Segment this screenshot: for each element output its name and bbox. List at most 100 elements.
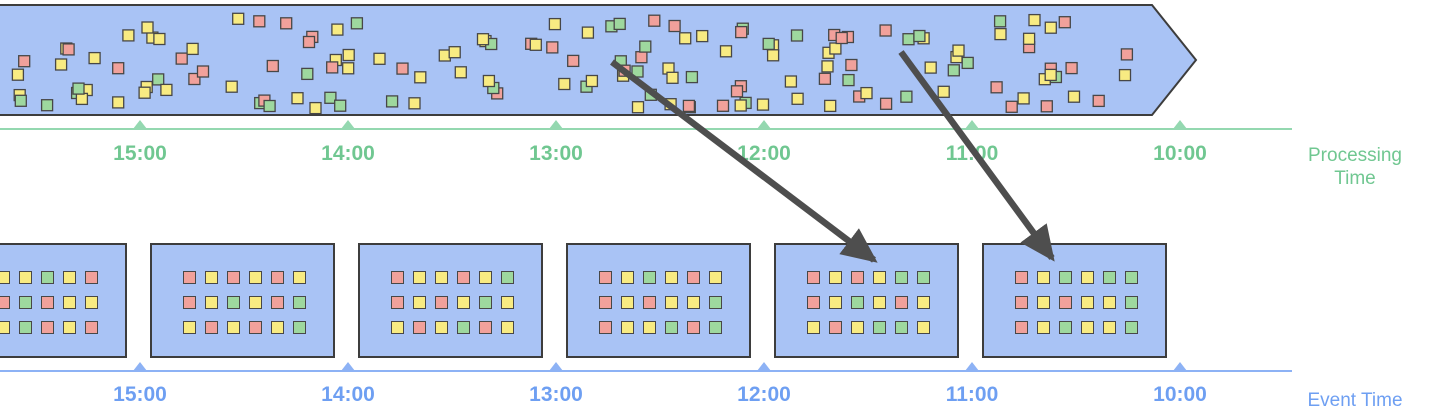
stream-event-square <box>1028 13 1041 27</box>
processing-tick-label: 12:00 <box>737 142 791 165</box>
window-event-square <box>413 271 426 284</box>
processing-axis-title-line1: Processing <box>1308 145 1402 166</box>
processing-tick-label: 11:00 <box>945 142 999 165</box>
stream-event-square <box>618 64 631 77</box>
stream-event-square <box>1044 68 1057 82</box>
stream-event-square <box>1120 48 1134 61</box>
window-event-square <box>41 271 54 284</box>
window-event-square <box>391 321 404 334</box>
window-event-square <box>1015 271 1028 284</box>
window-event-square <box>687 296 700 309</box>
processing-tick <box>1173 120 1187 129</box>
stream-event-square <box>666 71 679 84</box>
stream-event-square <box>342 62 355 75</box>
window-event-square <box>1037 296 1050 309</box>
stream-event-square <box>947 64 960 77</box>
processing-tick <box>341 120 355 129</box>
window-event-square <box>413 321 426 334</box>
window-event-square <box>807 321 820 334</box>
stream-event-square <box>818 72 832 85</box>
stream-event-square <box>734 99 747 112</box>
window-event-square <box>829 321 842 334</box>
stream-event-square <box>448 46 461 59</box>
window-event-square <box>271 296 284 309</box>
window-event-square <box>1125 321 1138 334</box>
stream-event-square <box>648 14 661 27</box>
window-event-square <box>621 271 634 284</box>
stream-event-square <box>913 29 926 43</box>
window-event-square <box>457 321 470 334</box>
window-event-square <box>917 296 930 309</box>
window-event-square <box>1015 296 1028 309</box>
stream-event-square <box>696 29 709 43</box>
stream-event-square <box>112 96 125 109</box>
stream-event-square <box>952 44 965 57</box>
window-event-square <box>687 321 700 334</box>
processing-tick-label: 13:00 <box>529 142 583 165</box>
window-event-square <box>63 296 76 309</box>
event-tick <box>1173 362 1187 371</box>
window-event-square <box>665 321 678 334</box>
stream-event-square <box>716 99 730 112</box>
window-event-square <box>1037 321 1050 334</box>
window-event-square <box>873 271 886 284</box>
window-event-square <box>709 296 722 309</box>
stream-event-square <box>324 91 337 104</box>
stream-event-square <box>232 12 245 25</box>
stream-event-square <box>762 37 775 51</box>
stream-event-square <box>18 55 31 68</box>
stream-event-square <box>1058 16 1071 29</box>
window-event-square <box>391 271 404 284</box>
window-event-square <box>873 296 886 309</box>
window-event-square <box>63 321 76 334</box>
window-event-square <box>205 321 218 334</box>
stream-event-square <box>62 43 75 56</box>
stream-event-square <box>40 99 54 112</box>
window-event-square <box>665 271 678 284</box>
stream-event-square <box>613 17 626 31</box>
stream-event-square <box>829 42 842 55</box>
window-event-square <box>807 271 820 284</box>
stream-event-square <box>961 56 974 70</box>
event-tick-label: 13:00 <box>529 383 583 406</box>
stream-event-square <box>994 27 1007 41</box>
stream-event-square <box>548 17 562 31</box>
window-event-square <box>391 296 404 309</box>
window-event-square <box>435 271 448 284</box>
window-event-square <box>873 321 886 334</box>
event-tick <box>965 362 979 371</box>
stream-event-square <box>824 99 837 113</box>
stream-event-square <box>280 17 293 30</box>
stream-event-square <box>766 49 780 62</box>
stream-event-square <box>373 52 386 65</box>
window-event-square <box>183 296 196 309</box>
stream-event-square <box>639 40 652 53</box>
event-time-window-0 <box>0 243 127 358</box>
window-event-square <box>205 271 218 284</box>
stream-event-square <box>567 54 580 68</box>
window-event-square <box>501 271 514 284</box>
window-event-square <box>1125 296 1138 309</box>
stream-event-square <box>1022 32 1036 45</box>
stream-event-square <box>11 68 25 81</box>
window-event-square <box>829 296 842 309</box>
stream-event-square <box>14 94 27 107</box>
window-event-square <box>41 296 54 309</box>
window-event-square <box>227 271 240 284</box>
stream-event-square <box>631 101 645 114</box>
stream-event-square <box>631 65 644 78</box>
stream-event-square <box>685 70 699 84</box>
stream-event-square <box>1044 21 1057 34</box>
stream-event-square <box>141 21 154 34</box>
processing-tick-label: 10:00 <box>1153 142 1207 165</box>
window-event-square <box>1059 321 1072 334</box>
window-event-square <box>807 296 820 309</box>
stream-event-square <box>879 97 893 110</box>
window-event-square <box>599 296 612 309</box>
window-event-square <box>1081 271 1094 284</box>
stream-event-square <box>225 80 238 93</box>
processing-axis-line <box>0 128 1292 130</box>
stream-event-square <box>1067 90 1081 103</box>
stream-event-square <box>326 61 339 74</box>
window-event-square <box>599 321 612 334</box>
